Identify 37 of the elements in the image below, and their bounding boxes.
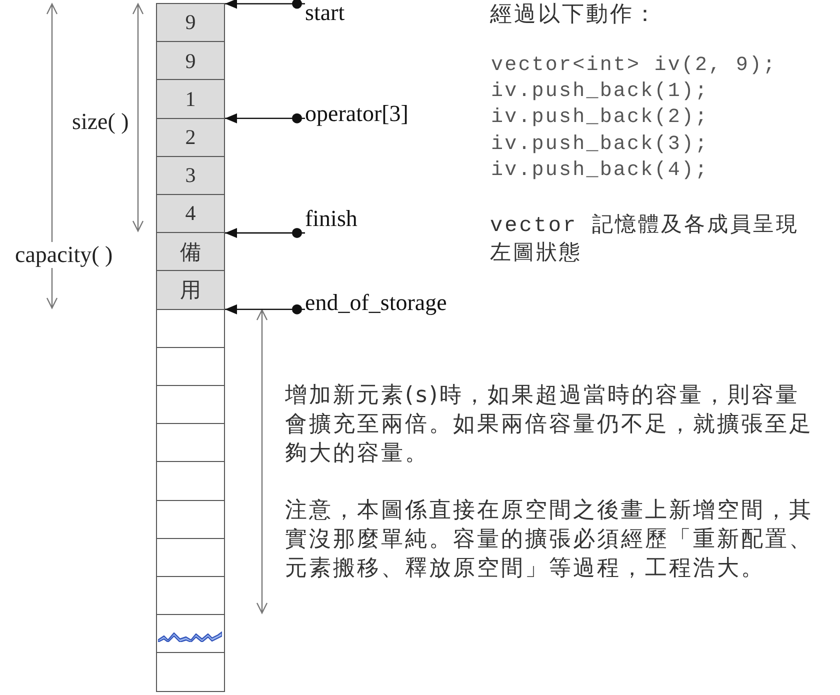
memory-cell xyxy=(156,461,225,502)
heading-text: 經過以下動作： xyxy=(490,1,658,29)
memory-cell: 3 xyxy=(156,156,225,196)
code-line: iv.push_back(4); xyxy=(491,158,709,184)
memory-cell xyxy=(156,500,225,540)
memory-cell: 9 xyxy=(156,41,225,81)
code-line: iv.push_back(2); xyxy=(491,105,709,131)
pointer-label: operator[3] xyxy=(305,101,408,127)
pointer-label: end_of_storage xyxy=(305,290,447,316)
memory-cell xyxy=(156,576,225,616)
code-line: iv.push_back(3); xyxy=(491,132,709,158)
code-line: vector<int> iv(2, 9); xyxy=(491,53,777,79)
memory-cell xyxy=(156,385,225,425)
memory-cell: 2 xyxy=(156,118,225,158)
memory-cell xyxy=(156,614,225,654)
memory-cell: 用 xyxy=(156,270,225,310)
note-text: 增加新元素(s)時，如果超過當時的容量，則容量會擴充至兩倍。如果兩倍容量仍不足，就擴張至足夠大的容量。 xyxy=(285,382,814,468)
memory-cell: 1 xyxy=(156,79,225,120)
memory-cell xyxy=(156,346,225,386)
memory-cell xyxy=(156,538,225,578)
memory-cell xyxy=(156,652,225,692)
code-line: iv.push_back(1); xyxy=(491,79,709,105)
memory-cell: 4 xyxy=(156,194,225,234)
note-text: vector 記憶體及各成員呈現左圖狀態 xyxy=(490,213,800,268)
pointer-arrow xyxy=(225,113,305,124)
dimension-label: size( ) xyxy=(72,109,129,135)
memory-cell xyxy=(156,423,225,463)
memory-cell: 9 xyxy=(156,3,225,43)
pointer-arrow xyxy=(225,0,305,9)
pointer-arrow xyxy=(225,304,305,314)
memory-cell xyxy=(156,308,225,348)
pointer-label: start xyxy=(305,0,345,26)
dimension-label: capacity( ) xyxy=(15,242,113,268)
memory-cell: 備 xyxy=(156,232,225,272)
pointer-arrow xyxy=(225,228,305,238)
pointer-label: finish xyxy=(305,206,358,232)
note-text: 注意，本圖係直接在原空間之後畫上新增空間，其實沒那麼單純。容量的擴張必須經歷「重新配置、元素搬移、釋放原空間」等過程，工程浩大。 xyxy=(285,497,814,583)
